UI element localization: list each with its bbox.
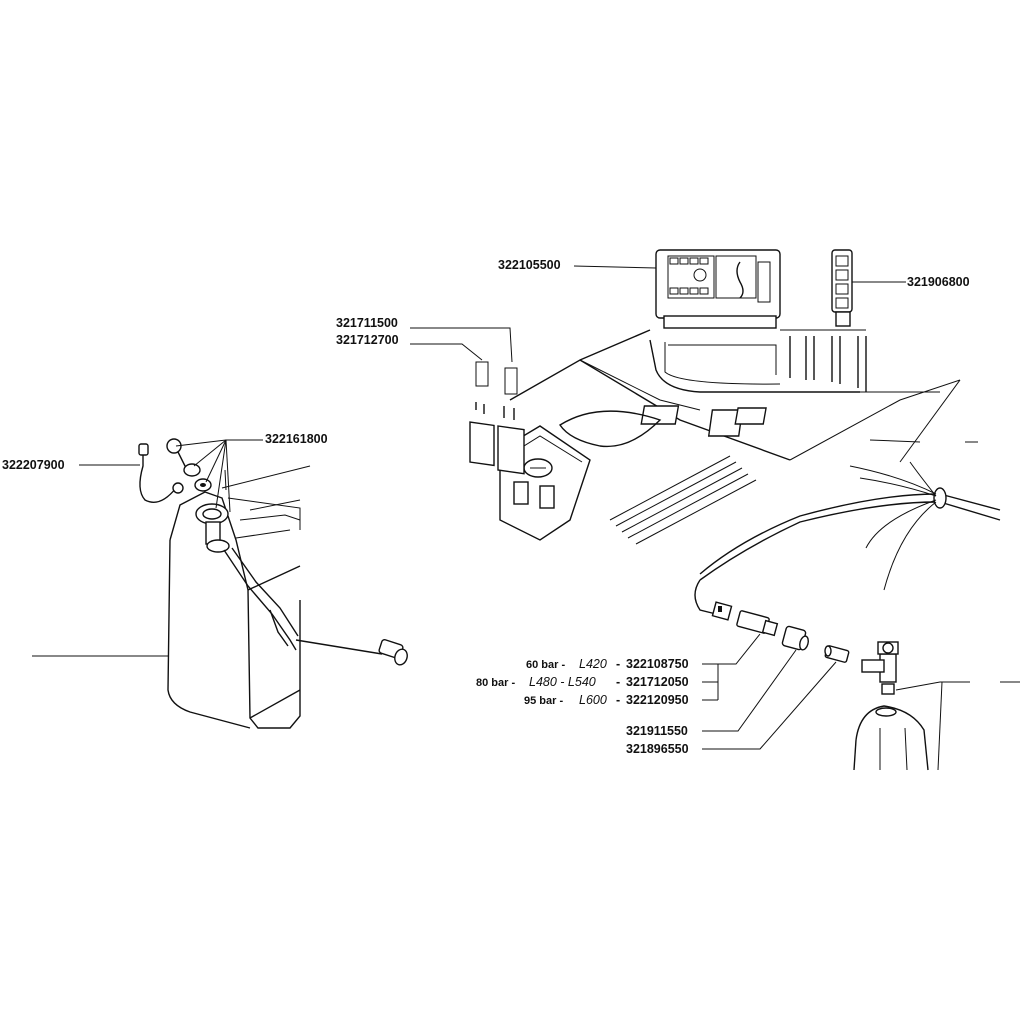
variant-dash-1: - [616, 657, 620, 671]
variant-model-l480-l540: L480 - L540 [529, 675, 596, 689]
label-322105500: 322105500 [498, 258, 561, 272]
variant-pressure-80: 80 bar - [476, 677, 515, 689]
dashboard-assembly [469, 249, 1001, 771]
label-322207900: 322207900 [2, 458, 65, 472]
label-321711500: 321711500 [336, 316, 398, 330]
variant-model-l420: L420 [579, 657, 607, 671]
variant-model-l600: L600 [579, 693, 607, 707]
variant-dash-3: - [616, 693, 620, 707]
label-321712050: 321712050 [626, 675, 689, 689]
leader-lines [32, 265, 1020, 771]
label-321896550: 321896550 [626, 742, 689, 756]
label-322161800: 322161800 [265, 432, 328, 446]
variant-pressure-60: 60 bar - [526, 659, 565, 671]
variant-dash-2: - [616, 675, 620, 689]
part-labels: 322105500 321906800 321711500 321712700 … [2, 258, 970, 756]
label-321911550: 321911550 [626, 724, 688, 738]
label-321906800: 321906800 [907, 275, 970, 289]
fuel-tank-assembly [138, 438, 408, 729]
label-321712700: 321712700 [336, 333, 399, 347]
variant-pressure-95: 95 bar - [524, 695, 563, 707]
label-322108750: 322108750 [626, 657, 689, 671]
label-322120950: 322120950 [626, 693, 689, 707]
